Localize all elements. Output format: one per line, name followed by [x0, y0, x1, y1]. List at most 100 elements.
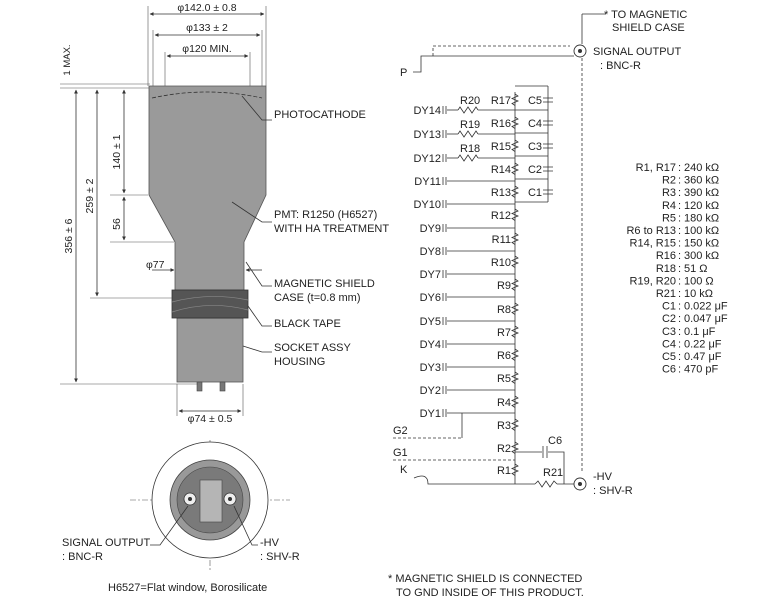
label-r21: R21 — [543, 467, 563, 479]
divider-resistor-r9: R9 — [497, 278, 520, 292]
component-value-row: R3:390 kΩ — [662, 187, 719, 199]
dynode-dy4: DY4 — [420, 339, 515, 351]
pmt-body — [148, 85, 267, 291]
component-value: 0.022 μF — [684, 301, 728, 313]
component-value: 360 kΩ — [684, 175, 719, 187]
label-to-shield-1: * TO MAGNETIC — [604, 9, 687, 21]
dim-height-140: 140 ± 1 — [111, 134, 123, 169]
dynode-label: DY8 — [420, 246, 441, 258]
connector-pin-right — [219, 381, 226, 392]
divider-resistor-r14: R14 — [491, 162, 520, 176]
dynode-dy7: DY7 — [420, 269, 515, 281]
component-value: 0.047 μF — [684, 313, 728, 325]
dynode-dy3: DY3 — [420, 362, 515, 374]
component-value-row: C5:0.47 μF — [662, 351, 722, 363]
component-value: 0.1 μF — [684, 326, 716, 338]
component-value: 390 kΩ — [684, 187, 719, 199]
divider-resistor-label: R13 — [491, 187, 511, 199]
dynode-label: DY3 — [420, 362, 441, 374]
black-tape — [171, 289, 249, 319]
divider-resistor-label: R8 — [497, 304, 511, 316]
dim-diameter-77: φ77 — [146, 259, 165, 271]
divider-resistor-label: R7 — [497, 327, 511, 339]
component-value-row: C4:0.22 μF — [662, 338, 722, 350]
component-value-row: R2:360 kΩ — [662, 175, 719, 187]
divider-resistor-label: R2 — [497, 443, 511, 455]
dynode-dy9: DY9 — [420, 223, 515, 235]
component-separator: : — [678, 212, 681, 224]
label-magnetic-shield: MAGNETIC SHIELD — [274, 278, 375, 290]
divider-resistor-r13: R13 — [491, 185, 520, 199]
component-separator: : — [678, 187, 681, 199]
label-shv: : SHV-R — [593, 485, 633, 497]
dynode-label: DY7 — [420, 269, 441, 281]
dynode-label: DY14 — [413, 105, 441, 117]
label-cathode-k: K — [400, 464, 408, 476]
component-value: 470 pF — [684, 364, 719, 376]
component-separator: : — [678, 238, 681, 250]
component-separator: : — [678, 338, 681, 350]
component-separator: : — [678, 288, 681, 300]
divider-resistor-label: R10 — [491, 257, 511, 269]
divider-resistor-label: R11 — [492, 234, 511, 246]
schematic-components: R17R16R15R14R13R12R11R10R9R8R7R6R5R4R3R2… — [413, 93, 553, 477]
divider-resistor-r4: R4 — [497, 395, 520, 409]
capacitor-c2: C2 — [515, 164, 553, 180]
component-name: R18 — [656, 263, 676, 275]
caption-h6527: H6527=Flat window, Borosilicate — [108, 582, 267, 594]
dynode-dy2: DY2 — [420, 385, 515, 397]
component-name: R19, R20 — [630, 275, 676, 287]
component-separator: : — [678, 313, 681, 325]
component-name: R6 to R13 — [626, 225, 676, 237]
component-name: C3 — [662, 326, 676, 338]
dynode-label: DY1 — [420, 408, 441, 420]
capacitor-c4: C4 — [515, 118, 553, 134]
component-value-row: R4:120 kΩ — [662, 200, 719, 212]
label-to-shield-2: SHIELD CASE — [612, 22, 685, 34]
component-name: C4 — [662, 338, 676, 350]
component-separator: : — [678, 162, 681, 174]
divider-resistor-label: R6 — [497, 350, 511, 362]
label-anode-p: P — [400, 67, 407, 79]
label-bnc-bottom: : BNC-R — [62, 551, 103, 563]
dynode-label: DY10 — [413, 199, 441, 211]
capacitor-c3: C3 — [515, 141, 553, 157]
label-g1: G1 — [393, 447, 408, 459]
divider-resistor-r2: R2 — [497, 441, 520, 455]
component-value-row: R19, R20:100 Ω — [630, 275, 714, 287]
dynode-dy14: DY14 R20 — [413, 95, 515, 117]
capacitor-c1: C1 — [515, 187, 553, 203]
divider-resistor-label: R5 — [497, 373, 511, 385]
divider-resistor-r10: R10 — [491, 255, 520, 269]
divider-resistor-label: R4 — [497, 397, 511, 409]
component-value-row: C1:0.022 μF — [662, 301, 728, 313]
damping-resistor-r20: R20 — [460, 95, 480, 107]
label-housing: HOUSING — [274, 356, 325, 368]
mechanical-drawing: φ142.0 ± 0.8 φ133 ± 2 φ120 MIN. 1 MAX. 3… — [60, 2, 389, 425]
component-value: 150 kΩ — [684, 238, 719, 250]
capacitor-label: C4 — [528, 118, 542, 130]
component-name: R4 — [662, 200, 676, 212]
component-name: R14, R15 — [630, 238, 676, 250]
component-name: C6 — [662, 364, 676, 376]
socket-housing — [176, 317, 244, 383]
component-name: R5 — [662, 212, 676, 224]
label-pmt-model: PMT: R1250 (H6527) — [274, 209, 377, 221]
component-value: 51 Ω — [684, 263, 708, 275]
footnote-line-1: * MAGNETIC SHIELD IS CONNECTED — [388, 573, 582, 585]
dynode-label: DY9 — [420, 223, 441, 235]
label-socket-assy: SOCKET ASSY — [274, 342, 351, 354]
dynode-dy11: DY11 — [414, 176, 515, 188]
capacitor-label: C2 — [528, 164, 542, 176]
component-name: R21 — [656, 288, 676, 300]
divider-schematic: * TO MAGNETIC SHIELD CASE SIGNAL OUTPUT … — [388, 9, 687, 599]
dynode-label: DY13 — [413, 129, 441, 141]
label-shield-thickness: CASE (t=0.8 mm) — [274, 292, 361, 304]
component-value-row: R1, R17:240 kΩ — [636, 162, 720, 174]
divider-resistor-label: R16 — [491, 118, 511, 130]
label-black-tape: BLACK TAPE — [274, 318, 341, 330]
component-value: 240 kΩ — [684, 162, 719, 174]
